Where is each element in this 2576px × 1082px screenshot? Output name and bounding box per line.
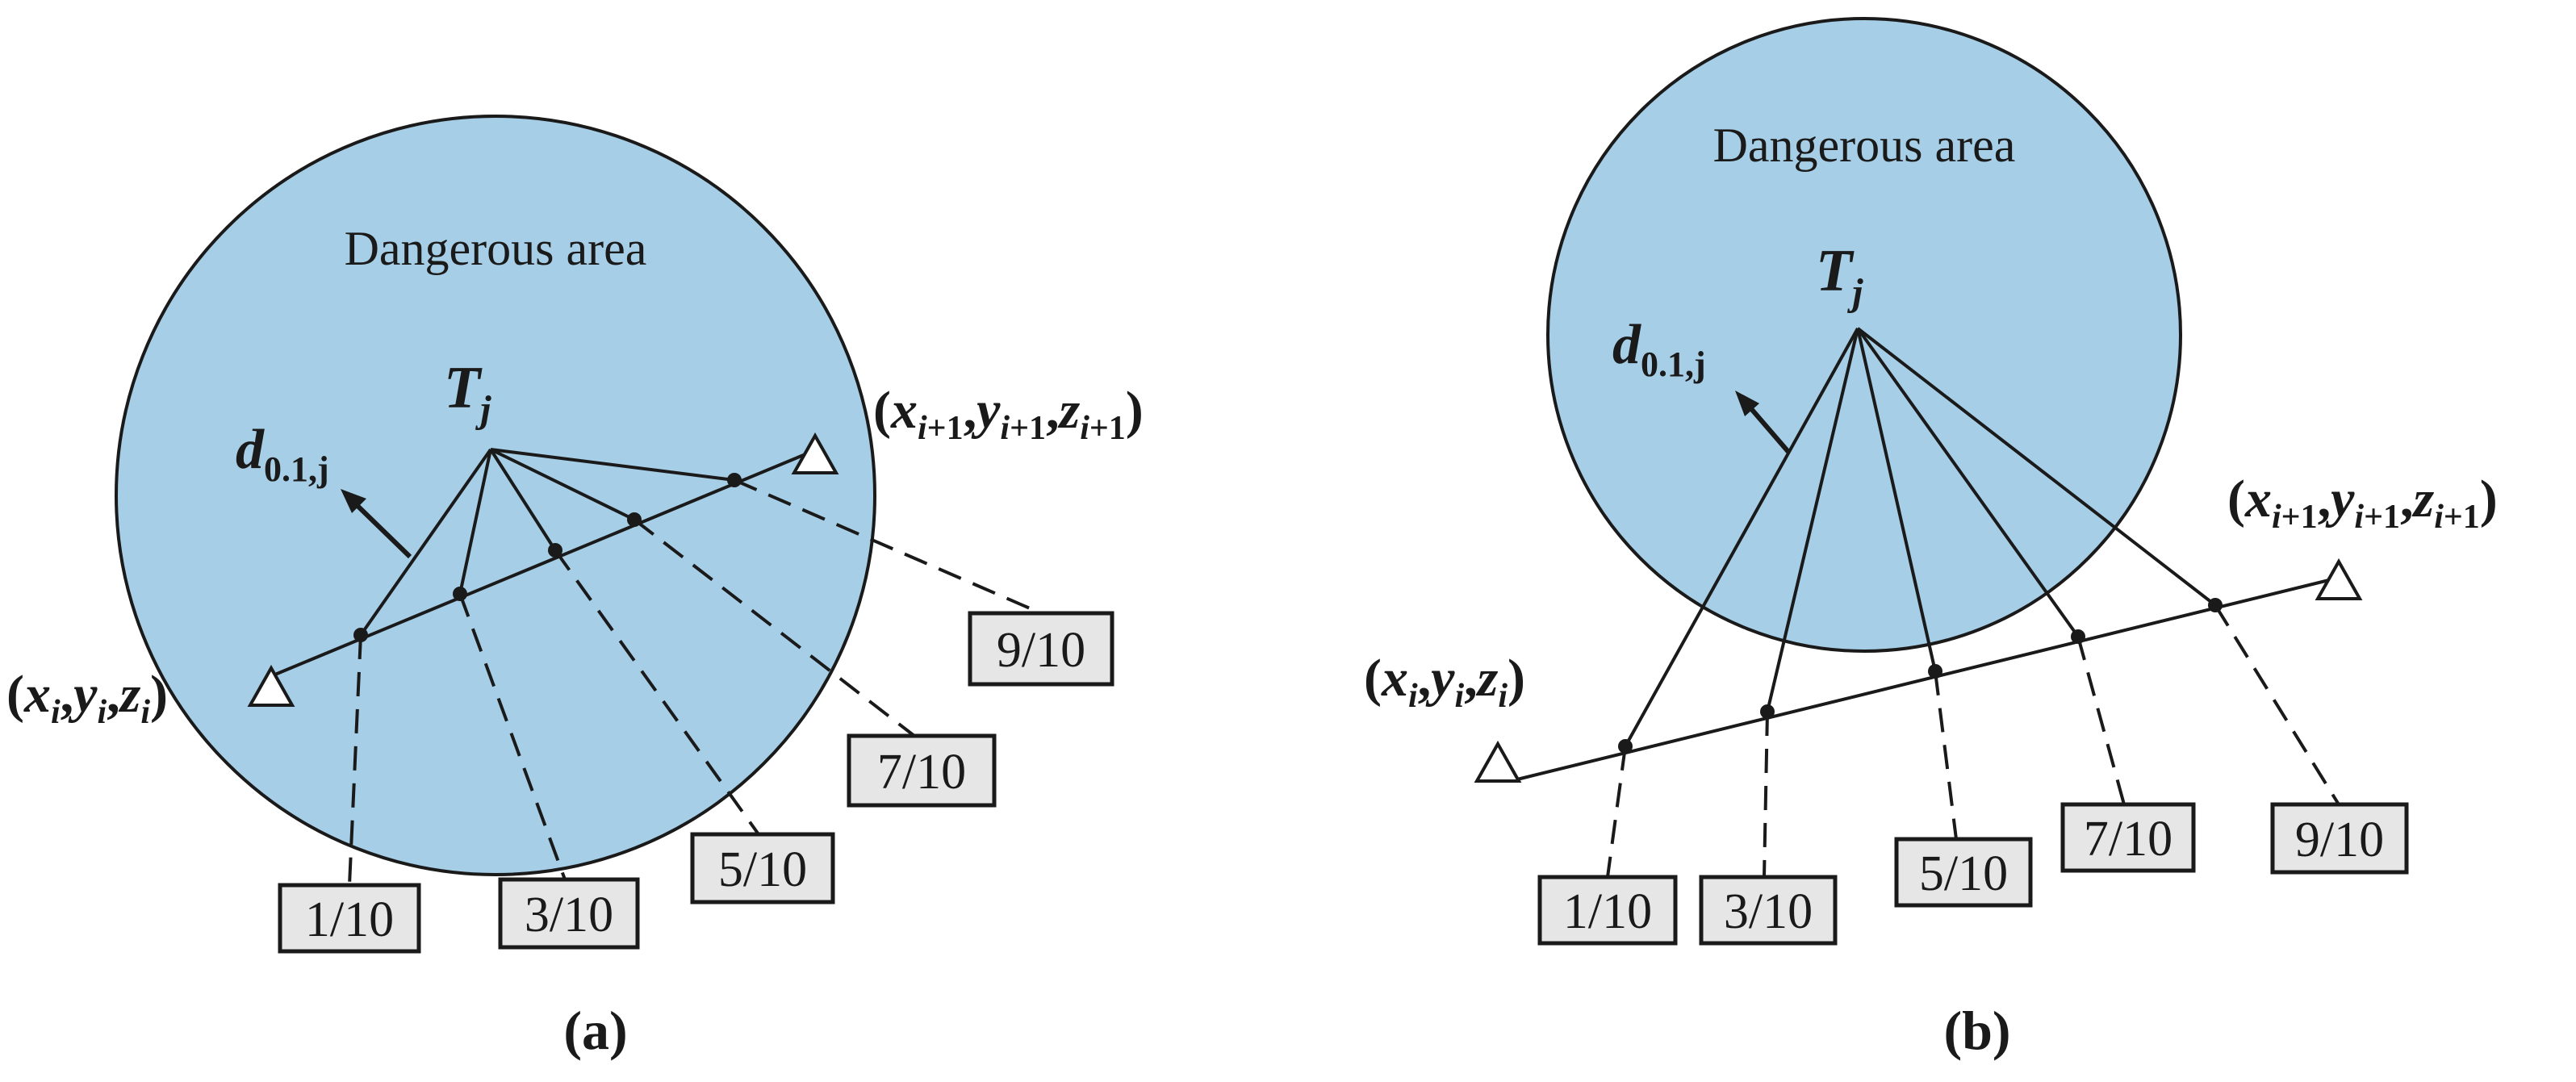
- fraction-box-7: 7/10: [2060, 802, 2196, 873]
- dangerous-area-label: Dangerous area: [345, 222, 647, 275]
- fraction-box-9: 9/10: [968, 611, 1114, 687]
- leader-9: [734, 478, 1042, 615]
- dangerous-area-label: Dangerous area: [1713, 119, 2016, 172]
- panel-caption: (b): [1943, 1000, 2010, 1061]
- threat-line-9: [490, 448, 735, 482]
- leader-9: [2214, 604, 2340, 806]
- fraction-label: 3/10: [1724, 884, 1813, 939]
- end-point-label: (xi+1,yi+1,zi+1): [873, 381, 1144, 447]
- leader-3: [1763, 711, 1769, 878]
- fraction-box-5: 5/10: [690, 832, 835, 904]
- fraction-label: 5/10: [718, 842, 807, 897]
- leader-1: [1606, 746, 1627, 878]
- fraction-leaders: [1606, 604, 2340, 878]
- radius-label: d0.1,j: [1612, 314, 1706, 384]
- dot-icon: [353, 628, 368, 642]
- sample-points: [353, 473, 742, 642]
- dot-icon: [1760, 704, 1775, 719]
- dot-icon: [1618, 739, 1633, 754]
- dot-icon: [627, 512, 642, 527]
- threat-label: Tj: [1816, 238, 1863, 314]
- dangerous-area-circle: [115, 115, 876, 876]
- panel-caption: (a): [563, 1000, 627, 1061]
- fraction-box-1: 1/10: [1537, 875, 1678, 946]
- fraction-label: 5/10: [1919, 846, 2008, 901]
- radius-label: d0.1,j: [236, 419, 329, 489]
- fraction-label: 7/10: [2084, 812, 2172, 867]
- dot-icon: [2071, 629, 2085, 644]
- arrow-icon-head: [1735, 391, 1759, 416]
- threat-line-7: [490, 448, 635, 521]
- end-point-label: (xi+1,yi+1,zi+1): [2227, 470, 2498, 536]
- fraction-box-5: 5/10: [1894, 837, 2033, 908]
- leader-5: [554, 549, 760, 836]
- threat-line-1: [359, 448, 492, 637]
- fraction-label: 9/10: [997, 623, 1085, 678]
- threat-lines: [1624, 327, 2217, 747]
- triangle-icon: [791, 432, 839, 474]
- threat-line-9: [1856, 327, 2217, 607]
- start-point-label: (xi,yi,zi): [1364, 649, 1525, 715]
- leader-3: [458, 593, 567, 880]
- threat-line-5: [1856, 328, 1937, 672]
- fraction-box-3: 3/10: [1699, 875, 1838, 946]
- threat-line-3: [1766, 328, 1859, 712]
- dot-icon: [1928, 664, 1942, 679]
- triangle-icon: [247, 664, 295, 707]
- fraction-label: 1/10: [305, 892, 394, 947]
- leader-7: [633, 518, 916, 737]
- dot-icon: [727, 473, 742, 487]
- sample-points: [1618, 598, 2223, 754]
- fraction-box-1: 1/10: [278, 883, 421, 954]
- fraction-label: 1/10: [1563, 884, 1652, 939]
- leader-1: [348, 634, 362, 886]
- leader-5: [1934, 671, 1958, 840]
- fraction-leaders: [348, 478, 1042, 886]
- fraction-label: 9/10: [2295, 813, 2384, 867]
- dot-icon: [453, 587, 467, 601]
- arrow-icon: [1746, 403, 1791, 453]
- fraction-box-3: 3/10: [498, 877, 640, 950]
- fraction-box-9: 9/10: [2270, 802, 2409, 875]
- triangle-icon: [1474, 740, 1522, 783]
- fraction-label: 7/10: [877, 745, 966, 800]
- threat-lines: [359, 448, 735, 637]
- threat-line-5: [489, 448, 557, 552]
- triangle-icon: [2315, 558, 2363, 600]
- fraction-label: 3/10: [525, 888, 613, 942]
- threat-line-7: [1856, 327, 2080, 638]
- panel-a: Dangerous area: [6, 115, 1144, 1061]
- leader-7: [2076, 636, 2126, 805]
- path-segment: [1516, 576, 2340, 781]
- fraction-box-7: 7/10: [847, 733, 997, 808]
- threat-line-3: [458, 449, 492, 595]
- threat-line-1: [1624, 328, 1859, 747]
- arrow-icon-head: [341, 489, 366, 513]
- dot-icon: [548, 543, 562, 558]
- arrow-icon: [351, 499, 412, 559]
- panel-b: Dangerous area: [1364, 17, 2498, 1061]
- start-point-label: (xi,yi,zi): [6, 665, 168, 731]
- dot-icon: [2208, 598, 2223, 612]
- threat-label: Tj: [444, 355, 491, 431]
